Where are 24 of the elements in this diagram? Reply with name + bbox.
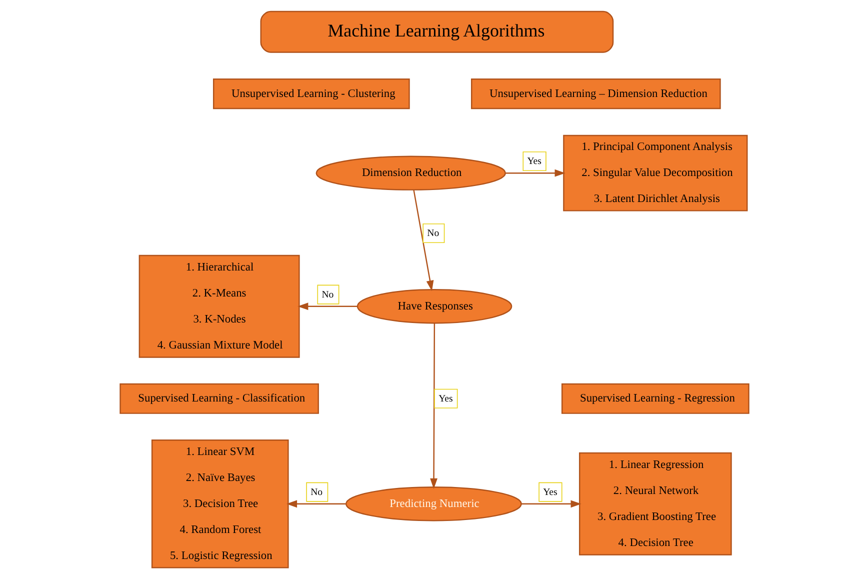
edge-label: No — [321, 289, 334, 300]
node-box: Unsupervised Learning – Dimension Reduction — [470, 78, 720, 110]
arrow — [504, 169, 565, 177]
edge-label: Yes — [438, 394, 452, 405]
node-ellipse: Predicting Numeric — [344, 486, 522, 522]
edge-label: Yes — [542, 487, 557, 498]
arrow — [286, 500, 346, 508]
arrow — [412, 190, 434, 292]
node-ellipse: Dimension Reduction — [315, 156, 506, 190]
arrow — [430, 323, 437, 489]
node-ellipse: Have Responses — [356, 289, 512, 324]
arrow — [297, 302, 357, 310]
node-box: 1. Hierarchical 2. K-Means 3. K-Nodes 4. Gaussian Mixture Model — [138, 254, 300, 358]
node-box: Unsupervised Learning - Clustering — [212, 78, 410, 110]
node-box: Supervised Learning - Classification — [119, 383, 318, 414]
edge-label: No — [426, 228, 439, 240]
arrow — [520, 500, 581, 508]
edge-label: Yes — [526, 156, 541, 168]
node-box: 1. Linear Regression 2. Neural Network 3. Gradient Boosting Tree 4. Decision Tree — [578, 452, 732, 556]
edge-label: No — [310, 487, 322, 498]
node-box: Machine Learning Algorithms — [260, 10, 614, 53]
node-box: 1. Linear SVM 2. Naïve Bayes 3. Decision Tree 4. Random Forest 5. Logistic Regression — [150, 440, 288, 568]
node-box: 1. Principal Component Analysis 2. Singular Value Decomposition 3. Latent Dirichlet Analysis — [562, 134, 748, 212]
node-box: Supervised Learning - Regression — [560, 383, 749, 414]
